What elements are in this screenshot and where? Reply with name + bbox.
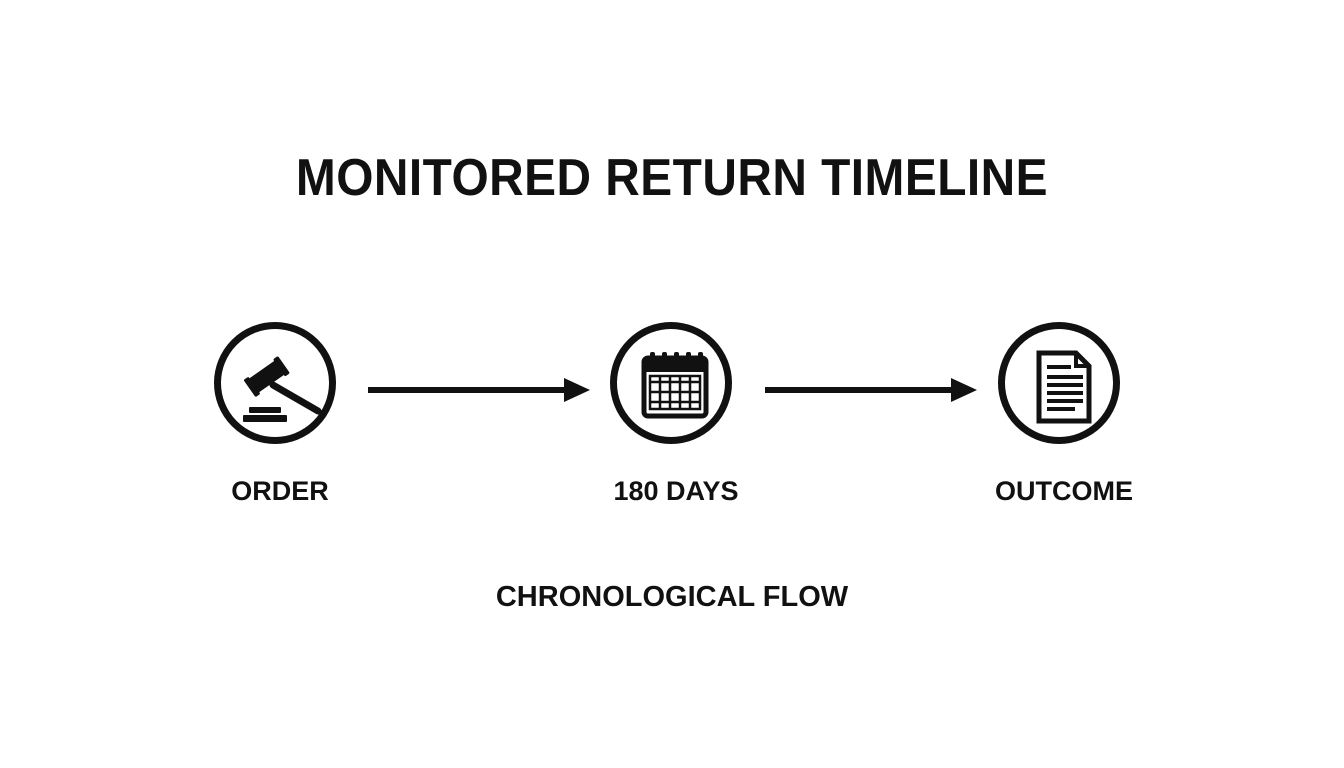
order-step-label: ORDER	[231, 476, 329, 506]
diagram-footer: CHRONOLOGICAL FLOW	[495, 581, 849, 613]
days-step-circle	[610, 322, 732, 444]
outcome-step-circle	[998, 322, 1120, 444]
calendar-icon	[641, 352, 709, 419]
days-step-label: 180 DAYS	[613, 476, 739, 506]
order-step-circle	[214, 322, 336, 444]
gavel-icon	[243, 356, 322, 422]
arrow-1	[368, 378, 590, 402]
arrow-2	[765, 378, 977, 402]
outcome-step-label: OUTCOME	[995, 476, 1133, 506]
diagram-title: MONITORED RETURN TIMELINE	[295, 149, 1049, 207]
document-icon	[1036, 350, 1092, 424]
